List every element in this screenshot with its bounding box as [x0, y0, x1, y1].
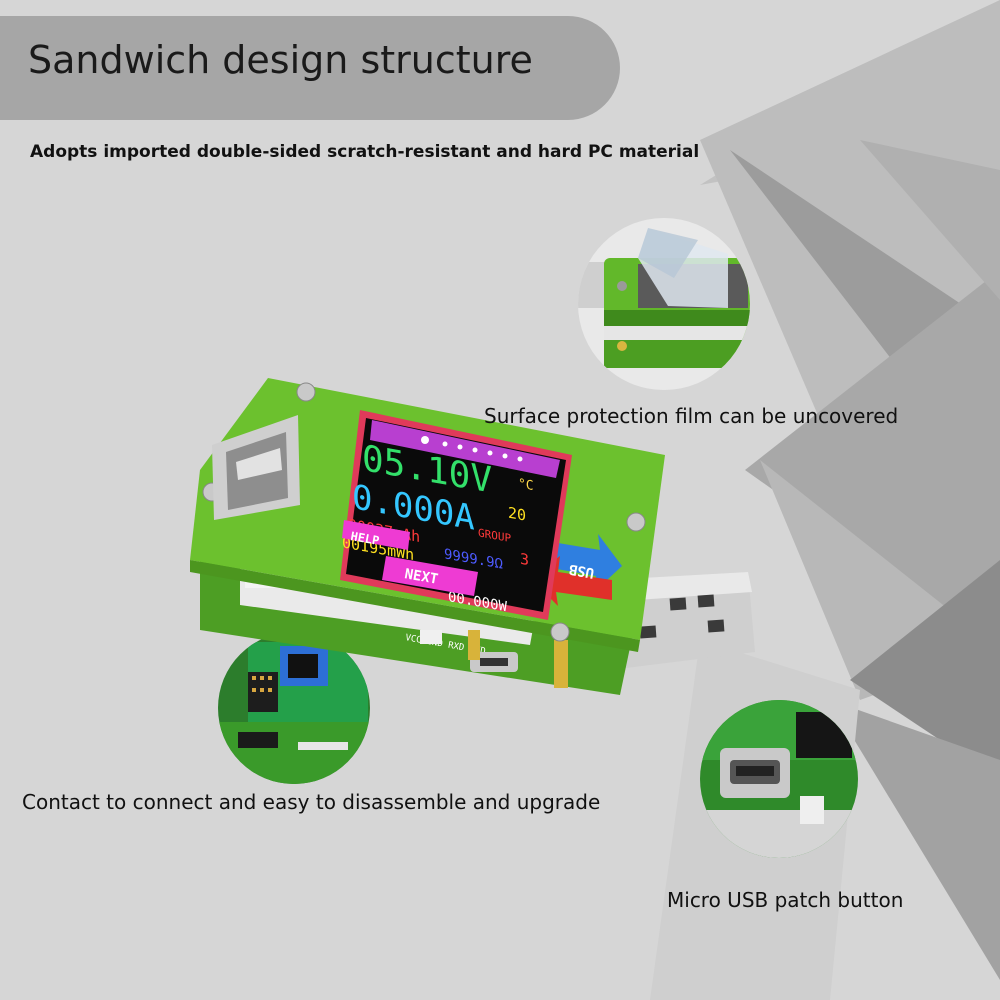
svg-text:NEXT: NEXT [403, 566, 439, 588]
callout-protective-film: Surface protection film can be uncovered [484, 404, 899, 428]
group-value: 3 [520, 550, 529, 569]
page-subtitle: Adopts imported double-sided scratch-res… [30, 142, 700, 162]
callout-contact-upgrade: Contact to connect and easy to disassemb… [22, 790, 601, 814]
temperature-readout: 20 [508, 504, 526, 525]
help-button[interactable]: HELP [342, 520, 410, 550]
temperature-unit: °C [518, 476, 534, 494]
display-screen: 05.10V 0.000A °C 20 00037mAh GROUP 00195… [340, 410, 572, 620]
protective-film-closeup [578, 218, 750, 390]
callout-micro-usb: Micro USB patch button [667, 888, 904, 912]
screw [626, 512, 646, 532]
screw [550, 622, 570, 642]
status-dots [421, 436, 523, 462]
page-title: Sandwich design structure [28, 38, 533, 82]
usb-a-female-port[interactable] [212, 415, 300, 520]
title-banner [0, 16, 620, 120]
next-button[interactable]: NEXT [382, 556, 478, 596]
side-button[interactable] [420, 630, 442, 644]
group-label: GROUP [478, 526, 511, 545]
svg-text:HELP: HELP [349, 529, 380, 548]
screw [296, 382, 316, 402]
usb-logo-text: USB [568, 561, 596, 581]
